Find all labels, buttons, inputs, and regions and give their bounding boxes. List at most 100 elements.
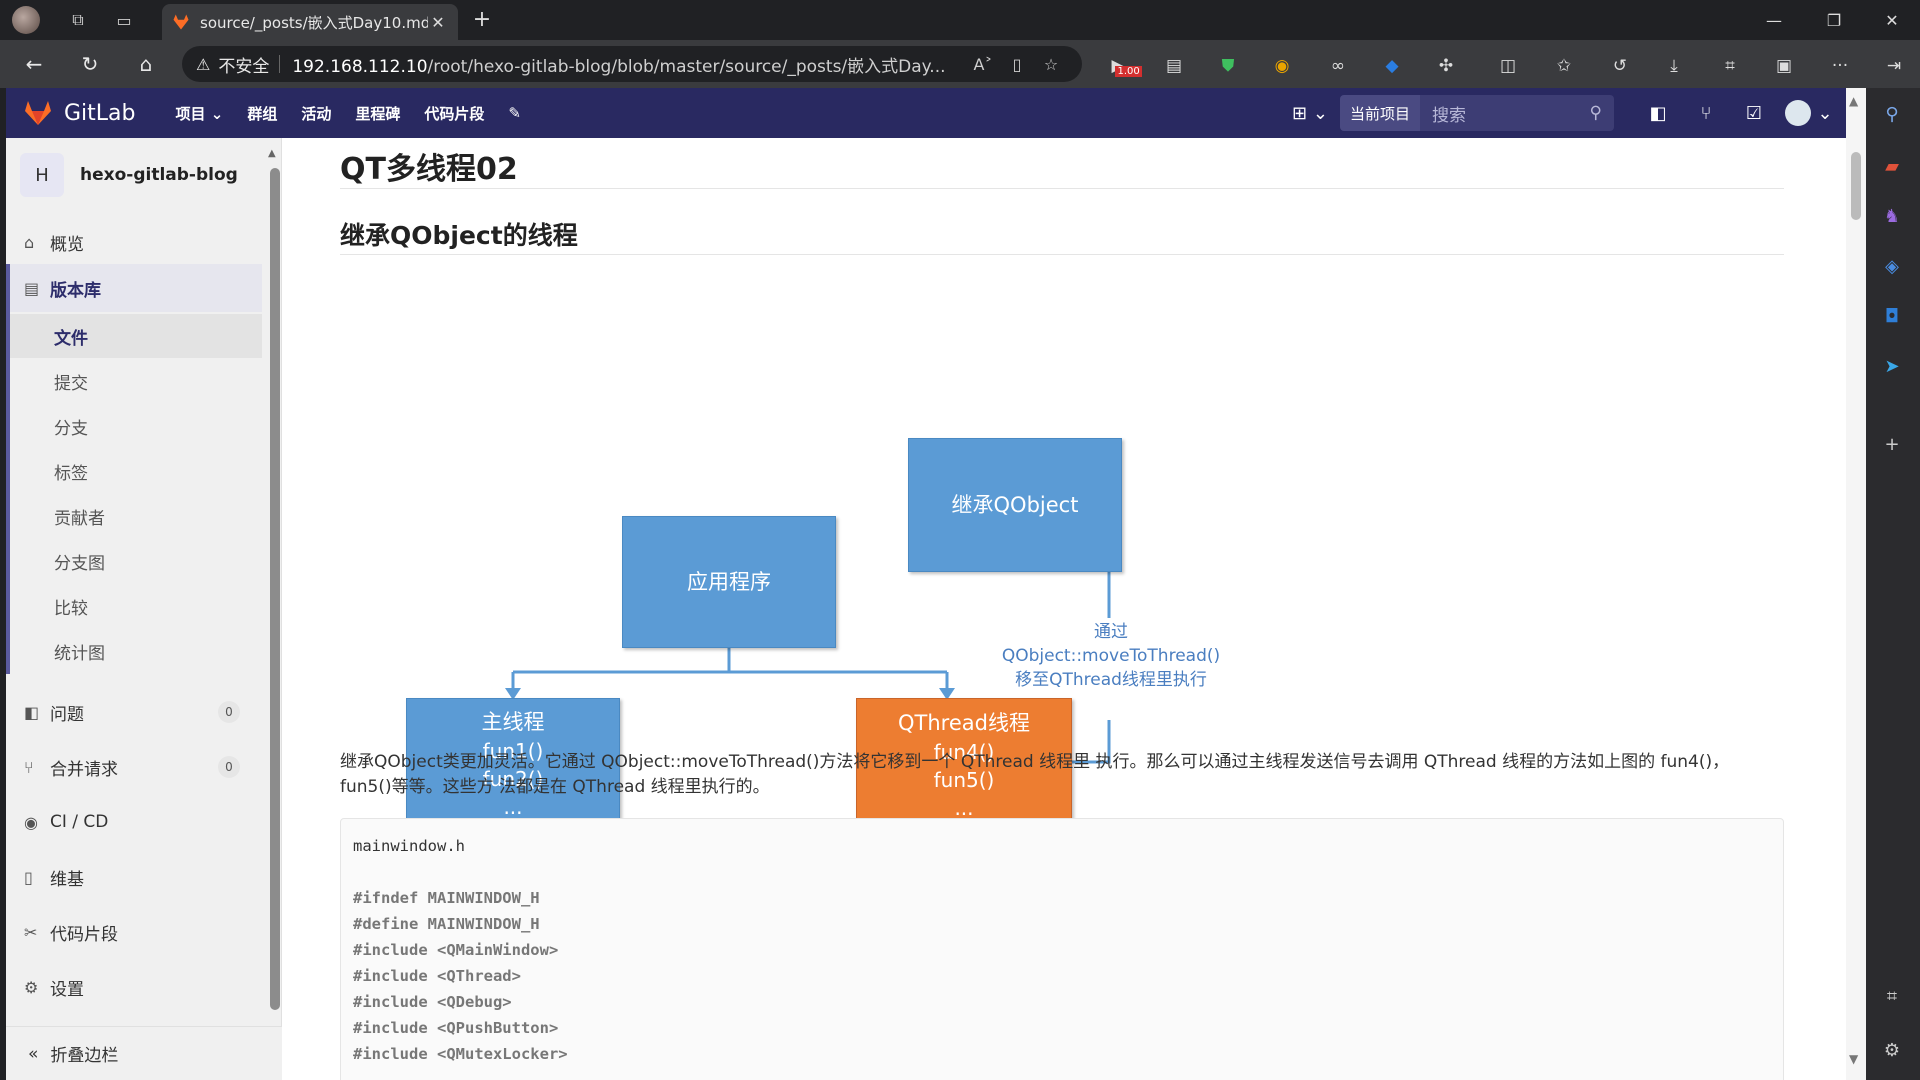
extension-shield-icon[interactable]: ⛊ xyxy=(1221,56,1235,76)
page-scroll-down-icon[interactable]: ▼ xyxy=(1849,1052,1859,1066)
sidebar-item-repository[interactable]: ▤ 版本库 xyxy=(6,264,262,312)
url-divider xyxy=(279,55,281,73)
screenshot-icon[interactable]: ⌗ xyxy=(1725,56,1735,76)
admin-wrench-icon[interactable]: ✎ xyxy=(508,104,521,122)
main-thread-fun2: fun2() xyxy=(482,767,544,791)
nav-projects[interactable]: 项目 ⌄ xyxy=(175,104,224,123)
extension-glasses-icon[interactable]: ∞ xyxy=(1330,56,1346,76)
sidebar-sub-branches[interactable]: 分支 xyxy=(54,418,88,439)
sidebar-item-label: 维基 xyxy=(50,869,84,890)
profile-avatar[interactable] xyxy=(12,6,40,34)
extension-color-icon[interactable]: ◉ xyxy=(1274,56,1290,76)
nav-snippets[interactable]: 代码片段 xyxy=(424,104,485,123)
page-scroll-up-icon[interactable]: ▲ xyxy=(1849,94,1859,108)
read-aloud-icon[interactable]: A˃ xyxy=(973,54,993,74)
url-text[interactable]: 192.168.112.10/root/hexo-gitlab-blog/blo… xyxy=(292,52,966,77)
minimize-icon[interactable]: — xyxy=(1766,10,1782,30)
page-scrollbar-track[interactable] xyxy=(1846,88,1866,1080)
history-icon[interactable]: ↺ xyxy=(1612,56,1628,76)
code-line: #include <QThread> xyxy=(353,967,521,985)
sidebar-item-merge-requests[interactable]: ⑂ 合并请求 0 xyxy=(6,745,262,789)
sidebar-item-overview[interactable]: ⌂ 概览 xyxy=(6,220,262,264)
edge-outlook-icon[interactable]: ◘ xyxy=(1884,305,1900,327)
search-input[interactable]: 搜索 ⚲ xyxy=(1420,95,1614,131)
user-avatar-menu[interactable]: ⌄ xyxy=(1778,88,1840,138)
user-avatar xyxy=(1785,100,1812,126)
collapse-sidebar-button[interactable]: « 折叠边栏 xyxy=(6,1026,282,1080)
favorites-icon[interactable]: ✩ xyxy=(1556,56,1572,76)
sidebar-toggle-icon[interactable]: ⇥ xyxy=(1886,56,1902,76)
warning-icon: ⚠ xyxy=(196,54,211,74)
edge-tools-icon[interactable]: ▰ xyxy=(1885,155,1899,177)
more-menu-icon[interactable]: ··· xyxy=(1831,56,1849,76)
qthread-ellipsis: ... xyxy=(954,796,974,820)
edge-games-icon[interactable]: ♞ xyxy=(1883,205,1901,227)
search-scope[interactable]: 当前项目 xyxy=(1339,95,1420,131)
sidebar-sub-tags[interactable]: 标签 xyxy=(54,463,88,484)
tab-actions-icon[interactable]: ▭ xyxy=(116,10,132,30)
split-screen-icon[interactable]: ◫ xyxy=(1499,56,1517,76)
nav-milestones[interactable]: 里程碑 xyxy=(355,104,401,123)
restore-icon[interactable]: ❐ xyxy=(1826,10,1842,30)
extension-bird-icon[interactable]: ◆ xyxy=(1385,56,1399,76)
close-tab-icon[interactable]: ✕ xyxy=(431,12,445,32)
sidebar-sub-contributors[interactable]: 贡献者 xyxy=(54,508,105,529)
edge-send-icon[interactable]: ➤ xyxy=(1884,355,1900,377)
sidebar-item-issues[interactable]: ◧ 问题 0 xyxy=(6,690,262,734)
favorite-star-icon[interactable]: ☆ xyxy=(1043,54,1059,74)
project-header[interactable]: H hexo-gitlab-blog xyxy=(6,138,281,212)
url-path: /root/hexo-gitlab-blog/blob/master/sourc… xyxy=(427,56,946,77)
refresh-icon[interactable]: ↻ xyxy=(81,52,99,76)
new-tab-button[interactable]: + xyxy=(472,7,492,32)
downloads-icon[interactable]: ⤓ xyxy=(1670,56,1678,76)
project-sidebar: H hexo-gitlab-blog ⌂ 概览 ▤ 版本库 文件 提交 分支 标… xyxy=(6,138,282,1080)
reader-view-icon[interactable]: ▯ xyxy=(1012,54,1022,74)
extension-page-icon[interactable]: ▤ xyxy=(1165,56,1183,76)
sidebar-sub-commits[interactable]: 提交 xyxy=(54,373,88,394)
edge-screenshot-icon[interactable]: ⌗ xyxy=(1886,985,1898,1007)
merge-requests-header-icon[interactable]: ⑂ xyxy=(1700,102,1712,124)
edge-add-icon[interactable]: + xyxy=(1884,433,1900,455)
sidebar-sub-graph[interactable]: 分支图 xyxy=(54,553,105,574)
new-dropdown-icon[interactable]: ⊞ ⌄ xyxy=(1292,102,1328,124)
sidebar-scrollbar[interactable] xyxy=(270,168,280,1010)
issues-count-badge: 0 xyxy=(218,701,240,723)
qthread-label: QThread线程 xyxy=(898,711,1030,735)
tab-title: source/_posts/嵌入式Day10.md · xyxy=(200,13,428,32)
nav-groups[interactable]: 群组 xyxy=(247,104,278,123)
nav-projects-label: 项目 xyxy=(175,104,206,123)
back-icon[interactable]: ← xyxy=(25,52,43,76)
sidebar-item-settings[interactable]: ⚙ 设置 xyxy=(6,965,262,1009)
window-close-icon[interactable]: ✕ xyxy=(1885,10,1899,30)
extension-video-icon[interactable]: ▶1.00 xyxy=(1100,48,1142,84)
gitlab-header-right: ⊞ ⌄ 当前项目 搜索 ⚲ ◧ ⑂ ☑ ⌄ xyxy=(1280,88,1846,138)
sidebar-item-wiki[interactable]: ▯ 维基 xyxy=(6,855,262,899)
workspaces-icon[interactable]: ⧉ xyxy=(72,10,84,29)
browser-edge-sidebar xyxy=(1866,88,1920,1080)
book-icon: ▯ xyxy=(24,867,33,887)
edge-office-icon[interactable]: ◈ xyxy=(1885,255,1899,277)
page-scrollbar-thumb[interactable] xyxy=(1851,152,1861,220)
home-icon: ⌂ xyxy=(24,232,35,252)
title-divider xyxy=(340,188,1784,189)
annotation-line-3: 移至QThread线程里执行 xyxy=(1015,670,1207,690)
extensions-puzzle-icon[interactable]: ✣ xyxy=(1438,56,1454,76)
todos-header-icon[interactable]: ☑ xyxy=(1745,102,1763,124)
sidebar-item-snippets[interactable]: ✂ 代码片段 xyxy=(6,910,262,954)
collections-icon[interactable]: ▣ xyxy=(1775,56,1793,76)
issues-header-icon[interactable]: ◧ xyxy=(1649,102,1667,124)
sidebar-scroll-up-icon[interactable]: ▲ xyxy=(268,148,276,159)
sidebar-sub-charts[interactable]: 统计图 xyxy=(54,643,105,664)
gitlab-logo[interactable]: GitLab xyxy=(24,100,136,126)
sidebar-sub-compare[interactable]: 比较 xyxy=(54,598,88,619)
sidebar-item-cicd[interactable]: ◉ CI / CD xyxy=(6,800,262,844)
gitlab-fox-icon xyxy=(25,101,51,125)
sidebar-sub-files[interactable]: 文件 xyxy=(6,314,262,358)
home-icon[interactable]: ⌂ xyxy=(139,52,153,76)
nav-activity[interactable]: 活动 xyxy=(301,104,332,123)
edge-search-icon[interactable]: ⚲ xyxy=(1885,103,1899,125)
browser-tab-active[interactable]: source/_posts/嵌入式Day10.md · ✕ xyxy=(162,4,458,40)
url-bar[interactable]: ⚠ 不安全 192.168.112.10/root/hexo-gitlab-bl… xyxy=(182,46,1082,82)
edge-settings-icon[interactable]: ⚙ xyxy=(1883,1039,1901,1061)
sidebar-item-label: CI / CD xyxy=(50,812,109,832)
